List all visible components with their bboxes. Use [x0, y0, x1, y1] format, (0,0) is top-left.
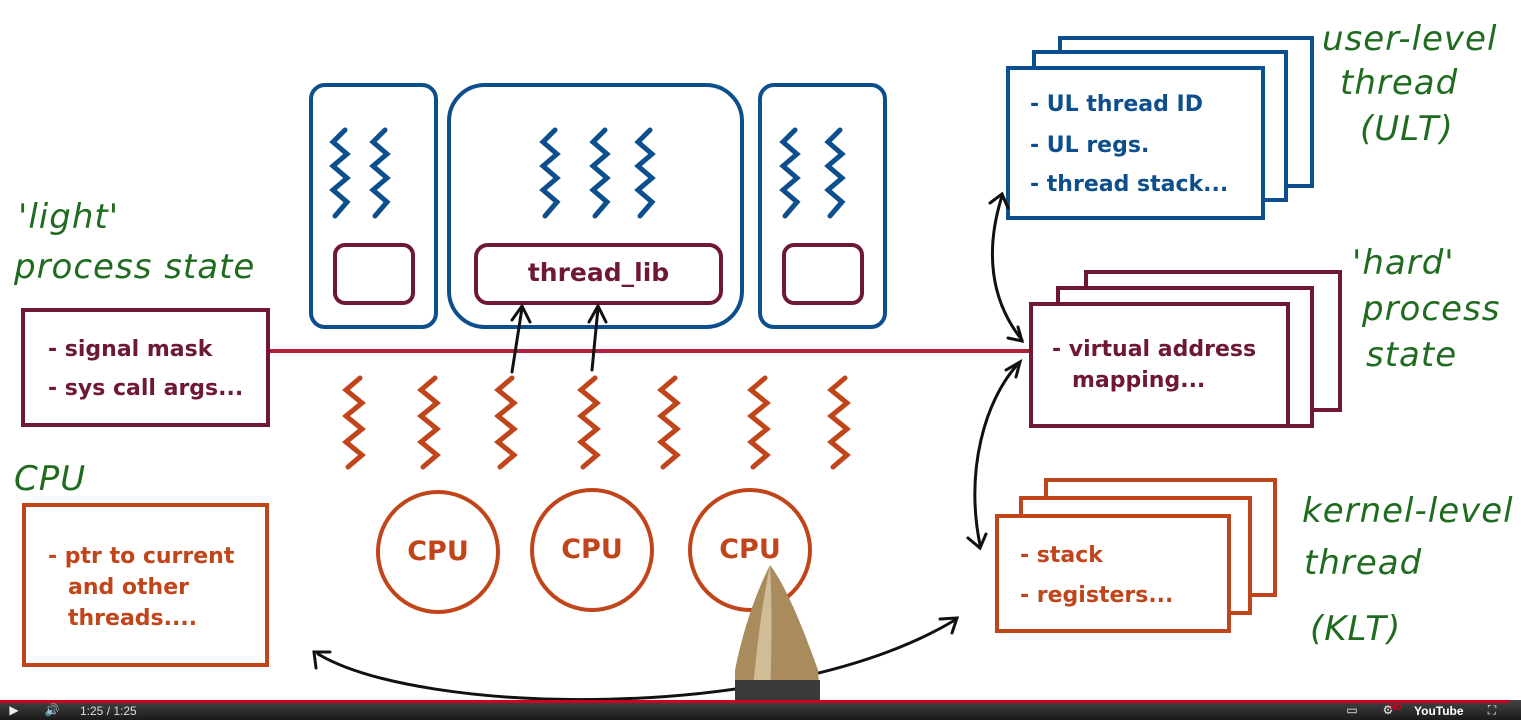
pen-tip	[735, 565, 820, 700]
annotation-hard: 'hard'	[1352, 243, 1455, 283]
annotation-hard-state: state	[1366, 335, 1458, 375]
cpu-item-and-other: and other	[68, 575, 189, 600]
youtube-logo[interactable]: YouTube	[1414, 704, 1464, 718]
volume-icon[interactable]: 🔊	[44, 703, 60, 717]
settings-icon[interactable]: ⚙	[1382, 703, 1394, 717]
annotation-process-state: process state	[14, 247, 256, 287]
ult-item-thread-id: - UL thread ID	[1030, 92, 1203, 117]
cpu-item-ptr: - ptr to current	[48, 544, 235, 569]
cpu-data-box	[22, 503, 269, 667]
annotation-klt-abbrev: (KLT)	[1310, 609, 1402, 649]
cpu-circle-2	[530, 488, 654, 612]
light-process-state-box	[21, 308, 270, 427]
user-process-box-right	[758, 83, 887, 329]
ult-item-thread-stack: - thread stack...	[1030, 172, 1229, 197]
annotation-kernel-level: kernel-level	[1302, 491, 1514, 531]
hard-item-virtual-address: - virtual address	[1052, 337, 1257, 362]
cpu-label-3: CPU	[719, 534, 781, 565]
hd-badge: HD	[1390, 703, 1402, 712]
thread-lib-label: thread_lib	[527, 258, 670, 287]
annotation-ult-abbrev: (ULT)	[1360, 109, 1454, 149]
ult-card-stack	[1006, 36, 1314, 220]
cpu-label-1: CPU	[407, 536, 469, 567]
klt-card-stack	[995, 478, 1277, 633]
ult-squiggles-center	[539, 127, 656, 219]
hard-item-mapping: mapping...	[1072, 368, 1206, 393]
cpu-label-2: CPU	[561, 534, 623, 565]
annotation-cpu: CPU	[14, 459, 87, 499]
thread-lib-box	[474, 243, 723, 305]
fullscreen-icon[interactable]: ⛶	[1487, 703, 1497, 717]
thread-lib-slot-right	[782, 243, 864, 305]
klt-squiggles	[342, 375, 851, 470]
annotation-klt-thread: thread	[1304, 543, 1423, 583]
video-controls-bar: ▶ 🔊 1:25 / 1:25 ▭ ⚙ HD YouTube ⛶	[0, 700, 1521, 720]
user-process-box-left	[309, 83, 438, 329]
ult-squiggles-left	[329, 127, 391, 219]
ult-squiggles-right	[779, 127, 846, 219]
annotation-user-level: user-level	[1322, 19, 1498, 59]
klt-item-stack: - stack	[1020, 543, 1103, 568]
thread-lib-slot-left	[333, 243, 415, 305]
progress-bar[interactable]	[0, 700, 1511, 703]
relation-arrows	[312, 191, 1025, 701]
hard-card-stack	[1029, 270, 1342, 428]
cpu-item-threads: threads....	[68, 606, 198, 631]
user-process-box-center	[447, 83, 744, 329]
light-item-sys-call-args: - sys call args...	[48, 376, 244, 401]
annotation-light: 'light'	[18, 197, 120, 237]
annotation-hard-process: process	[1362, 289, 1501, 329]
ult-item-regs: - UL regs.	[1030, 133, 1150, 158]
klt-item-registers: - registers...	[1020, 583, 1174, 608]
annotation-ult-thread: thread	[1340, 63, 1459, 103]
time-display: 1:25 / 1:25	[80, 704, 137, 718]
cpu-circle-1	[376, 490, 500, 614]
thread-lib-arrows	[510, 302, 608, 374]
cpu-circle-3	[688, 488, 812, 612]
play-icon[interactable]: ▶	[9, 703, 19, 717]
captions-icon[interactable]: ▭	[1346, 703, 1358, 717]
light-item-signal-mask: - signal mask	[48, 337, 213, 362]
